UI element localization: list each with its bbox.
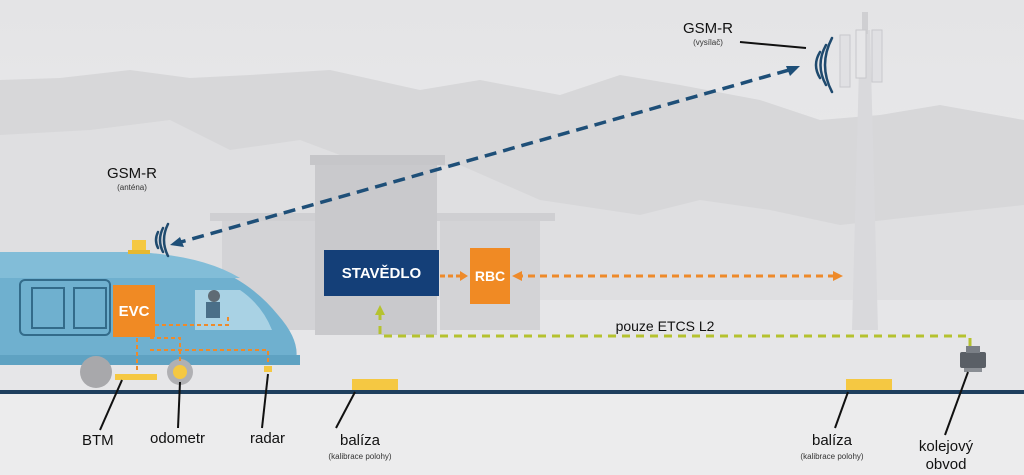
stavedlo-box: STAVĚDLO xyxy=(324,250,439,296)
gsm-train-label: GSM-R xyxy=(107,165,157,182)
baliza-right-sublabel: (kalibrace polohy) xyxy=(800,452,864,461)
gsm-tower-label: GSM-R xyxy=(683,20,733,37)
rail xyxy=(0,390,1024,394)
baliza-left xyxy=(352,379,398,390)
baliza-left-label: balíza xyxy=(339,432,381,449)
gsm-tower xyxy=(839,12,883,330)
rbc-tower-link xyxy=(512,271,843,281)
kolejovy-obvod-label-line2: obvod xyxy=(925,456,967,473)
odometr-label: odometr xyxy=(150,430,206,447)
etcs-l2-label: pouze ETCS L2 xyxy=(615,318,715,334)
train-antenna-signal-icon xyxy=(154,222,170,258)
btm-label: BTM xyxy=(82,432,114,449)
baliza-left-sublabel: (kalibrace polohy) xyxy=(328,452,392,461)
gsm-radio-link xyxy=(170,66,800,247)
baliza-right-label: balíza xyxy=(811,432,853,449)
tower-signal-icon xyxy=(814,36,834,94)
track-circuit-device xyxy=(960,346,986,372)
radar-label: radar xyxy=(250,430,286,447)
pointer-lines xyxy=(99,41,969,436)
train xyxy=(0,240,300,388)
gsm-train-sublabel: (anténa) xyxy=(117,183,147,192)
etcs-l2-link xyxy=(375,305,972,346)
gsm-tower-sublabel: (vysílač) xyxy=(693,38,723,47)
evc-box: EVC xyxy=(113,285,155,337)
rbc-box: RBC xyxy=(470,248,510,304)
stavedlo-rbc-link xyxy=(440,271,468,281)
kolejovy-obvod-label-line1: kolejový xyxy=(918,438,974,455)
evc-internal-links xyxy=(136,315,269,372)
foreground xyxy=(0,392,1024,475)
baliza-right xyxy=(846,379,892,390)
